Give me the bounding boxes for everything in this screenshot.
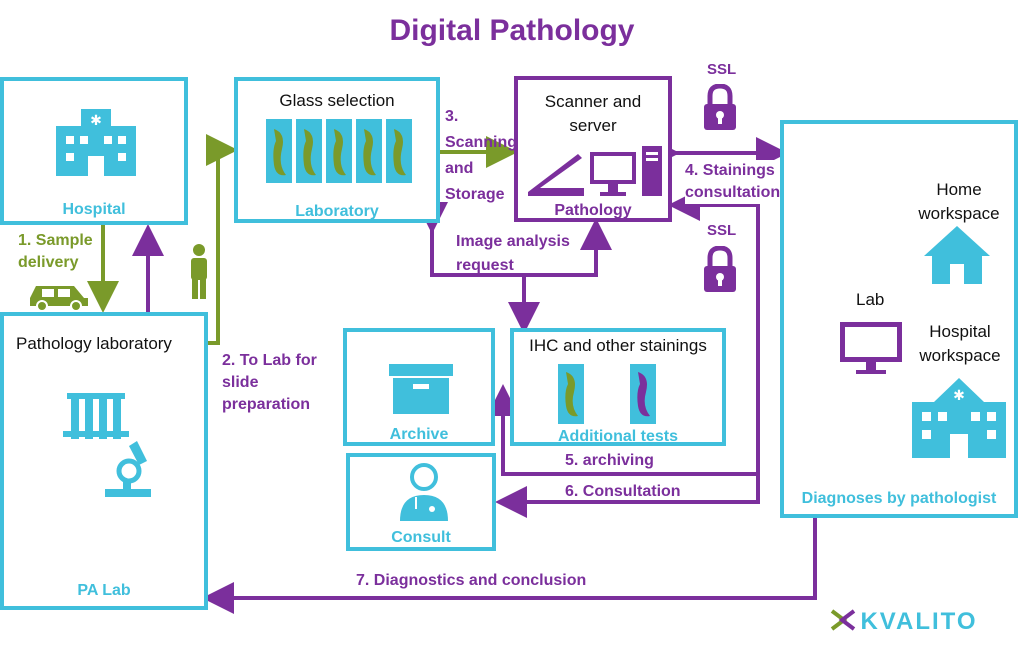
archive-box-icon [389,364,453,414]
consult-label: Consult [391,529,451,546]
doctor-icon [400,463,448,521]
hospital-node: ✱ Hospital [0,77,188,225]
page-title: Digital Pathology [389,14,635,47]
glass-selection-node: Glass selection Laboratory [234,77,440,223]
hospital-icon: ✱ [56,109,136,176]
step-2-label: 2. To Lab for slide preparation [222,352,317,413]
svg-text:✱: ✱ [953,388,965,404]
logo-mark-icon [830,608,856,636]
ihc-node: IHC and other stainings Additional tests [510,328,726,446]
ihc-heading: IHC and other stainings [529,336,707,355]
ssl-label-2: SSL [707,222,737,239]
kvalito-logo: KVALITO [830,608,978,636]
lab-label: Lab [856,290,885,309]
diagnoses-node: Home workspace Lab Hospital workspace ✱ … [780,120,1018,518]
logo-text: KVALITO [860,608,978,635]
laboratory-label: Laboratory [295,203,379,220]
home-icon [924,226,990,284]
consult-node: Consult [346,453,496,551]
diagnoses-label: Diagnoses by pathologist [801,490,997,507]
additional-tests-label: Additional tests [557,428,678,445]
home-workspace-label: Home workspace [918,180,1000,223]
hospital-label: Hospital [62,201,126,218]
car-icon [30,286,88,312]
lock-icon [704,84,736,130]
pa-lab-label: PA Lab [77,582,131,599]
svg-text:✱: ✱ [90,113,102,129]
lab-tubes-icon [63,393,151,497]
person-icon [191,244,207,299]
pathology-label: Pathology [554,202,632,219]
pa-lab-heading: Pathology laboratory [16,334,172,353]
step-7-label: 7. Diagnostics and conclusion [356,572,587,589]
step-1-label: 1. Sample delivery [18,232,93,271]
hospital-icon: ✱ [912,378,1006,458]
ssl-label-1: SSL [707,61,737,78]
step-4-label: 4. Stainings consultation [685,160,795,204]
glass-heading: Glass selection [279,91,395,110]
hospital-workspace-label: Hospital workspace [919,322,1001,365]
slides-icon [266,119,412,183]
scanner-computer-icon [528,146,662,196]
pa-lab-node: Pathology laboratory PA Lab [0,312,208,610]
archive-node: Archive [343,328,495,446]
scanner-heading: Scanner and server [544,92,642,135]
lock-icon [704,246,736,292]
archive-label: Archive [389,426,449,443]
monitor-icon [840,322,902,374]
stained-slides-icon [558,364,656,424]
step-6-label: 6. Consultation [565,483,681,500]
image-analysis-label: Image analysis request [456,233,570,274]
step-5-label: 5. archiving [565,452,654,469]
step-3-label: 3. Scanning and Storage [445,108,518,203]
scanner-node: Scanner and server Pathology [514,76,672,222]
